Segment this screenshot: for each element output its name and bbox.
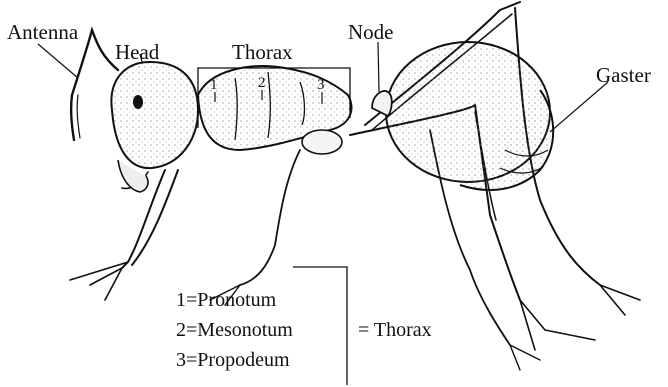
node-shape [372,91,392,116]
legend-item-mesonotum: 2=Mesonotum [176,320,293,340]
antenna-shape [71,30,118,140]
legend-item-pronotum: 1=Pronotum [176,290,276,310]
head-shape [111,62,198,192]
legend-item-propodeum: 3=Propodeum [176,350,290,370]
legend-equals-thorax: = Thorax [358,320,432,340]
thorax-label: Thorax [232,42,293,63]
segment-number-2: 2 [258,76,266,91]
gaster-label: Gaster [596,65,651,86]
node-label: Node [348,22,394,43]
gaster-shape [386,42,553,190]
antenna-label: Antenna [7,22,78,43]
thorax-shape [198,66,351,154]
head-label: Head [115,42,159,63]
segment-number-3: 3 [317,78,325,93]
segment-number-1: 1 [210,78,218,93]
legend-bracket [293,267,347,385]
